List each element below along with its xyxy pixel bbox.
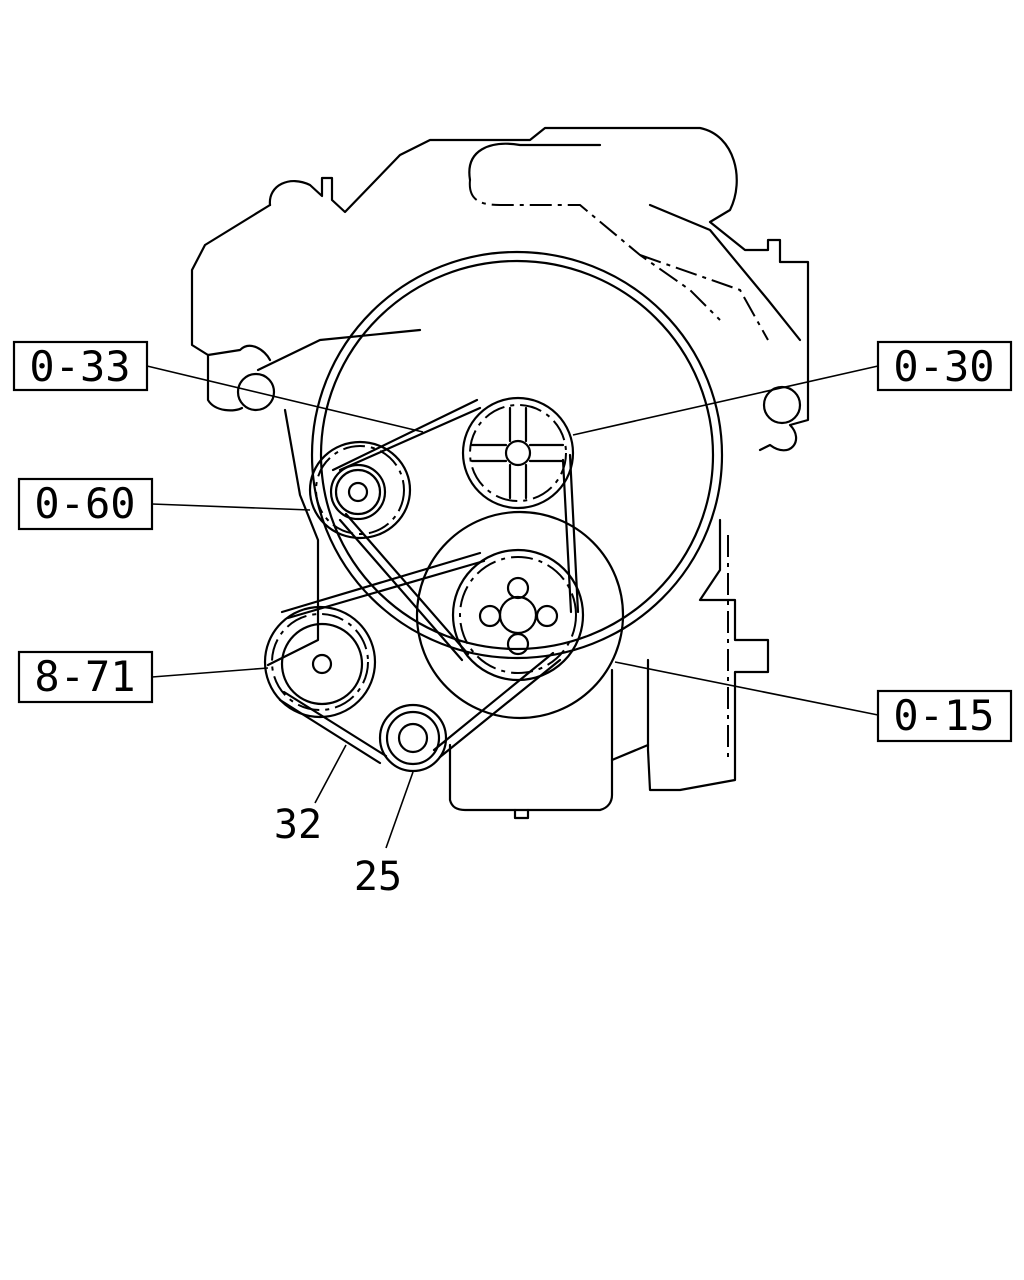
callout-label: 0-60 bbox=[34, 479, 135, 528]
fan-ring bbox=[310, 250, 724, 660]
ref-number-25: 25 bbox=[354, 854, 402, 900]
engine-outline bbox=[190, 126, 810, 820]
callout-0-15: 0-15 bbox=[876, 689, 1013, 743]
callout-label: 0-15 bbox=[893, 691, 994, 740]
callout-0-30: 0-30 bbox=[876, 340, 1013, 392]
tensioner-pulley bbox=[378, 703, 448, 773]
callout-label: 8-71 bbox=[34, 652, 135, 701]
fan-belt bbox=[331, 398, 580, 662]
idler-pulley bbox=[308, 440, 412, 540]
ref-number-32: 32 bbox=[274, 802, 322, 848]
crank-pulley bbox=[415, 510, 625, 720]
alternator-pulley bbox=[263, 605, 377, 719]
callout-0-60: 0-60 bbox=[17, 477, 154, 531]
water-pump-pulley bbox=[461, 396, 575, 510]
callout-0-33: 0-33 bbox=[12, 340, 149, 392]
alternator-belt bbox=[278, 551, 562, 765]
leader-lines bbox=[146, 365, 879, 849]
callout-label: 0-30 bbox=[893, 342, 994, 391]
callout-8-71: 8-71 bbox=[17, 650, 154, 704]
callout-label: 0-33 bbox=[29, 342, 130, 391]
